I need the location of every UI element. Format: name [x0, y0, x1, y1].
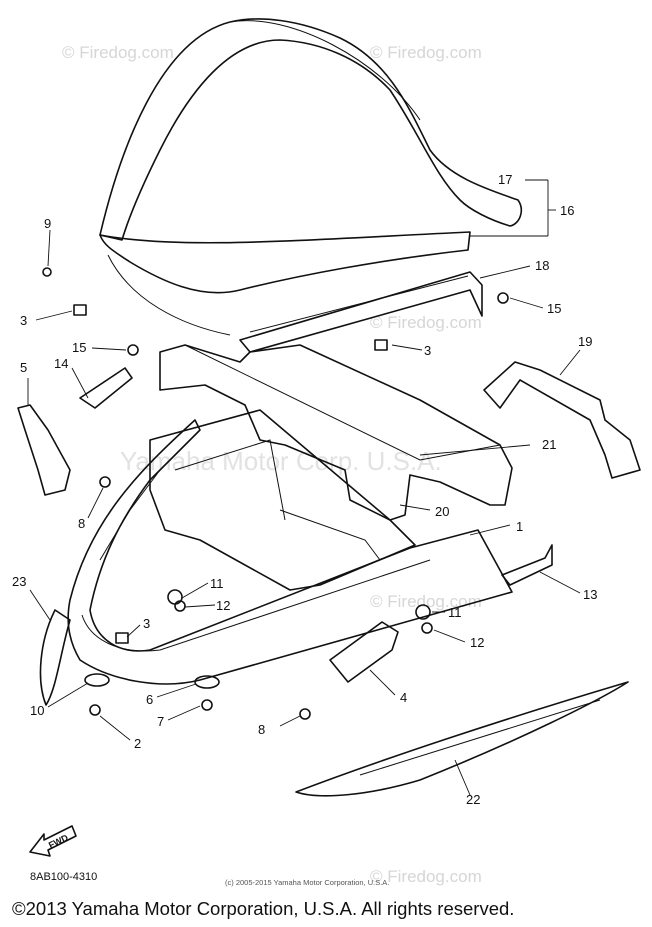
- callout-label: 6: [146, 692, 153, 707]
- watermark-firedog: © Firedog.com: [370, 43, 482, 62]
- callout-label: 8: [78, 516, 85, 531]
- callout-label: 23: [12, 574, 26, 589]
- fwd-arrow-icon: FWD: [29, 825, 77, 857]
- cowl-part: [67, 419, 513, 685]
- watermark-firedog: © Firedog.com: [62, 43, 174, 62]
- windshield-part: [99, 18, 522, 336]
- fwd-label: FWD: [47, 832, 70, 850]
- watermark-yamaha: Yamaha Motor Corp. U.S.A.: [120, 446, 442, 476]
- fastener-group: [42, 267, 509, 720]
- callout-label: 13: [583, 587, 597, 602]
- watermark-firedog: © Firedog.com: [370, 867, 482, 886]
- diagram-copyright: (c) 2005-2015 Yamaha Motor Corporation, …: [225, 878, 390, 887]
- bracket-part: [329, 621, 399, 683]
- callout-label: 2: [134, 736, 141, 751]
- callout-label: 5: [20, 360, 27, 375]
- diagram-code: 8AB100-4310: [30, 871, 98, 883]
- callout-label: 1: [516, 519, 523, 534]
- watermark-firedog: © Firedog.com: [370, 313, 482, 332]
- lower-box-part: [149, 409, 416, 591]
- callout-labels: 1 2 3 3 3 4 5 6 7 8 8 9 10 11 11 12 12 1…: [12, 172, 597, 807]
- callout-label: 15: [72, 340, 86, 355]
- callout-label: 8: [258, 722, 265, 737]
- watermark-layer: © Firedog.com © Firedog.com © Firedog.co…: [62, 43, 482, 886]
- callout-label: 12: [470, 635, 484, 650]
- callout-label: 22: [466, 792, 480, 807]
- callout-label: 12: [216, 598, 230, 613]
- callout-label: 10: [30, 703, 44, 718]
- bracket-part: [79, 367, 133, 409]
- callout-label: 11: [210, 576, 224, 591]
- callout-label: 21: [542, 437, 556, 452]
- stay-part: [501, 544, 553, 586]
- duct-part: [159, 344, 513, 521]
- callout-label: 3: [143, 616, 150, 631]
- bracket-part: [17, 404, 71, 496]
- copyright-footer: ©2013 Yamaha Motor Corporation, U.S.A. A…: [12, 898, 515, 919]
- callout-label: 7: [157, 714, 164, 729]
- bracket-part: [483, 361, 641, 479]
- trim-strip-part: [39, 609, 71, 706]
- callout-label: 14: [54, 356, 68, 371]
- callout-label: 18: [535, 258, 549, 273]
- callout-label: 16: [560, 203, 574, 218]
- callout-label: 17: [498, 172, 512, 187]
- callout-label: 11: [448, 605, 462, 620]
- callout-label: 15: [547, 301, 561, 316]
- decal-part: [295, 681, 629, 797]
- callout-label: 19: [578, 334, 592, 349]
- callout-label: 3: [20, 313, 27, 328]
- callout-label: 20: [435, 504, 449, 519]
- leader-lines: [27, 179, 581, 796]
- callout-label: 9: [44, 216, 51, 231]
- rail-part: [239, 271, 483, 353]
- callout-label: 3: [424, 343, 431, 358]
- watermark-firedog: © Firedog.com: [370, 592, 482, 611]
- callout-label: 4: [400, 690, 407, 705]
